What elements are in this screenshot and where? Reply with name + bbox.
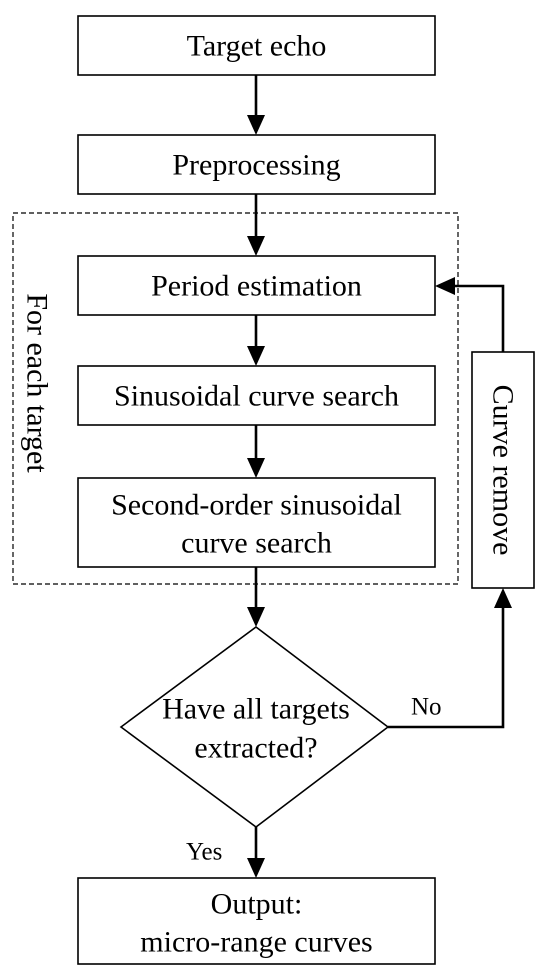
decision-label-line2: extracted? xyxy=(194,732,317,765)
second-order-label-line1: Second-order sinusoidal xyxy=(111,489,402,522)
arrow-preprocessing-to-period xyxy=(247,194,265,256)
curve-remove-label: Curve remove xyxy=(487,385,520,556)
period-estimation-label: Period estimation xyxy=(151,270,362,303)
arrow-echo-to-preprocessing xyxy=(247,75,265,135)
group-label: For each target xyxy=(21,293,54,473)
target-echo-box xyxy=(77,15,436,76)
output-label-line1: Output: xyxy=(211,888,303,921)
target-echo-label: Target echo xyxy=(187,30,327,63)
edge-label-no: No xyxy=(411,694,442,721)
output-label-line2: micro-range curves xyxy=(140,926,372,959)
arrow-sinusoidal-to-second-order xyxy=(247,425,265,478)
decision-label-line1: Have all targets xyxy=(162,693,350,726)
decision-diamond xyxy=(119,626,390,828)
arrow-decision-no-to-curve-remove xyxy=(388,588,512,729)
edge-label-yes: Yes xyxy=(186,839,222,866)
arrow-period-to-sinusoidal xyxy=(247,315,265,366)
second-order-search-box xyxy=(77,477,436,568)
sinusoidal-search-box xyxy=(77,365,436,426)
arrow-decision-to-output xyxy=(247,827,265,878)
preprocessing-label: Preprocessing xyxy=(172,149,340,182)
second-order-label-line2: curve search xyxy=(181,527,332,560)
arrow-curve-remove-to-period xyxy=(435,277,505,352)
arrow-second-order-to-decision xyxy=(247,567,265,627)
sinusoidal-search-label: Sinusoidal curve search xyxy=(114,380,399,413)
output-box xyxy=(77,877,436,965)
preprocessing-box xyxy=(77,134,436,195)
period-estimation-box xyxy=(77,255,436,316)
